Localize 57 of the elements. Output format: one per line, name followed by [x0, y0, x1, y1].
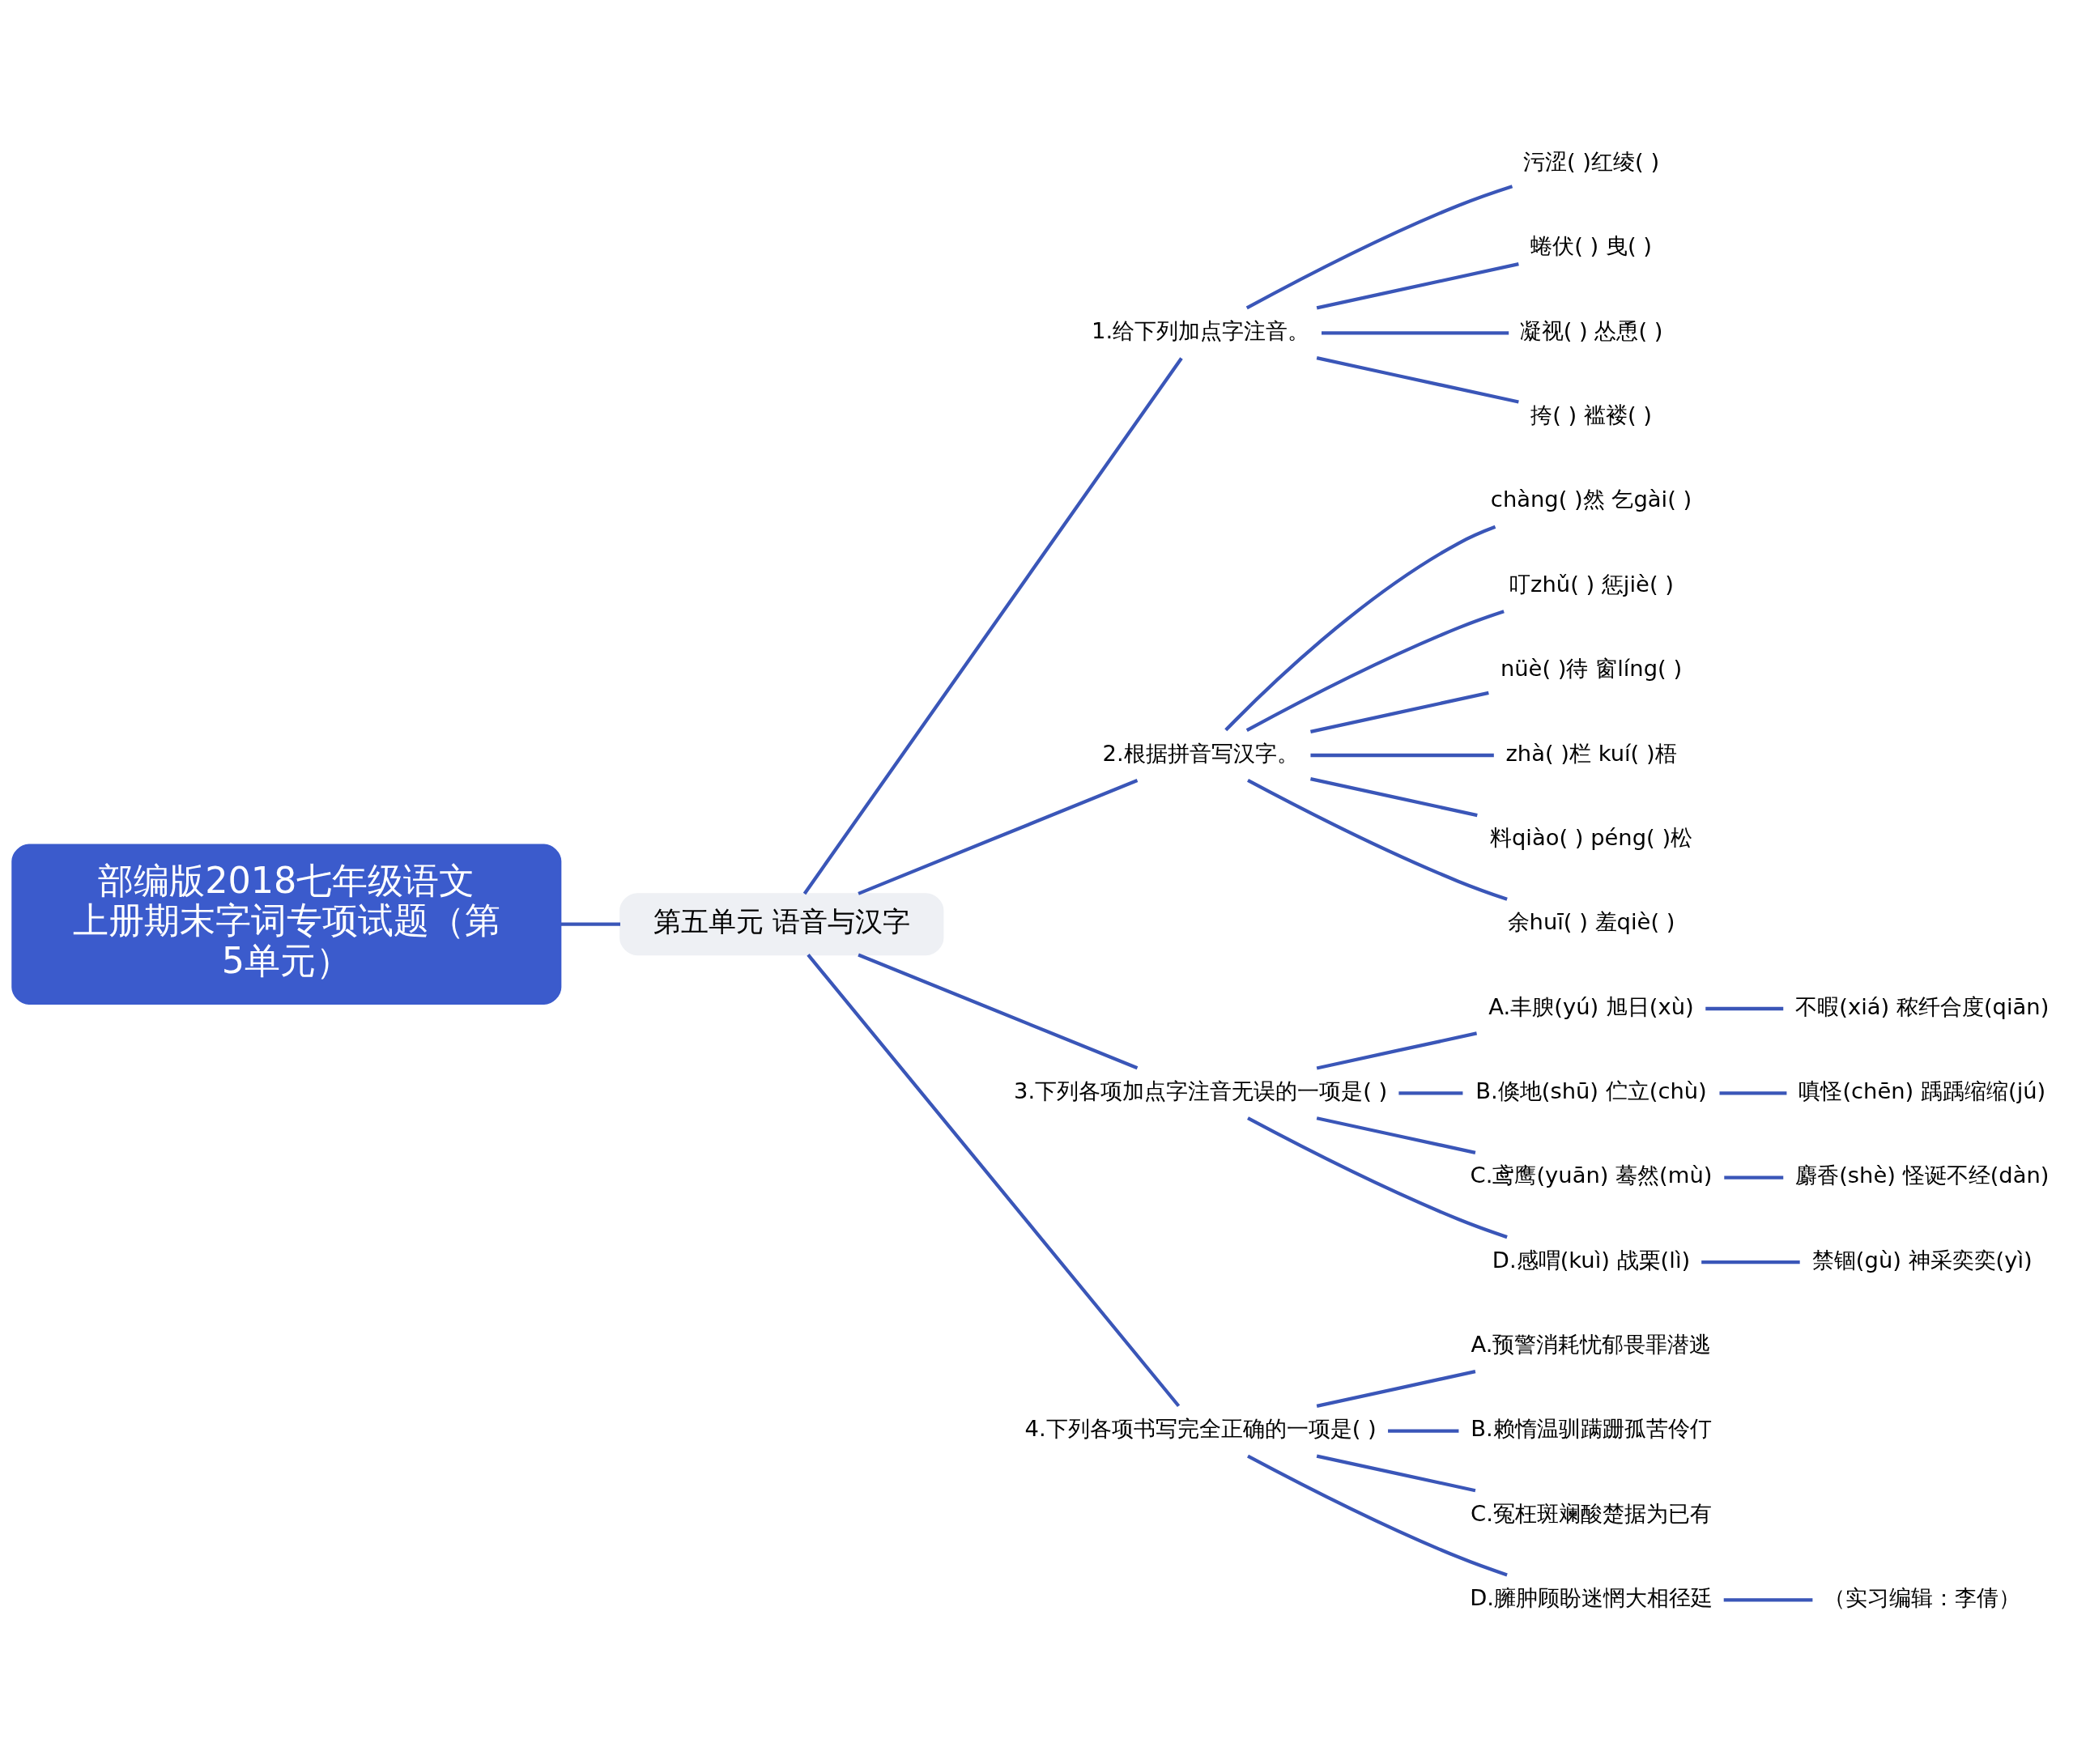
- node-text: D.臃肿顾盼迷惘大相径廷: [1470, 1584, 1713, 1610]
- connector: [1316, 262, 1519, 310]
- connector: [1316, 1031, 1478, 1070]
- connector: [1245, 610, 1505, 733]
- connector: [1388, 1429, 1459, 1433]
- node-text: 2.根据拼音写汉字。: [1102, 740, 1299, 766]
- connector: [1701, 1260, 1800, 1265]
- node-text: B.倏地(shū) 伫立(chù): [1475, 1078, 1707, 1103]
- connector: [1705, 1006, 1784, 1011]
- node-text: 料qiào( ) péng( )松: [1489, 824, 1693, 850]
- connector: [1316, 1370, 1476, 1408]
- node-text: C.鸢鹰(yuān) 蓦然(mù): [1470, 1163, 1713, 1188]
- node-text: 禁锢(gù) 神采奕奕(yì): [1811, 1247, 2033, 1273]
- node-text: 3.下列各项加点字注音无误的一项是( ): [1014, 1078, 1388, 1103]
- node-text: D.感喟(kuì) 战栗(lì): [1492, 1247, 1691, 1273]
- connector: [858, 779, 1139, 895]
- connector: [1247, 1454, 1508, 1577]
- connector: [802, 357, 1183, 895]
- node-box: 部编版2018七年级语文上册期末字词专项试题（第5单元）: [11, 844, 562, 1005]
- node-text: 余huī( ) 羞qiè( ): [1507, 909, 1675, 935]
- connector: [1316, 356, 1519, 404]
- node-text: 不暇(xiá) 秾纤合度(qiān): [1795, 993, 2050, 1019]
- node-text: B.赖惰温驯蹒跚孤苦伶仃: [1471, 1416, 1712, 1442]
- connector: [1723, 1598, 1813, 1602]
- connector: [1316, 1454, 1476, 1493]
- node-text: 蜷伏( ) 曳( ): [1530, 233, 1652, 259]
- connector: [560, 922, 620, 926]
- connector: [1247, 1116, 1508, 1239]
- node-text: 凝视( ) 怂恿( ): [1519, 317, 1663, 343]
- node-text: 麝香(shè) 怪诞不经(dàn): [1795, 1163, 2050, 1188]
- node-text: 挎( ) 褴褛( ): [1530, 402, 1652, 428]
- connector: [1719, 1091, 1787, 1095]
- connector: [807, 954, 1181, 1408]
- node-text: zhà( )栏 kuí( )梧: [1505, 740, 1677, 766]
- node-text: 4.下列各项书写完全正确的一项是( ): [1024, 1416, 1377, 1442]
- connector: [1224, 525, 1496, 732]
- connector: [1247, 779, 1508, 901]
- connector: [1724, 1175, 1784, 1180]
- node-text: A.丰腴(yú) 旭日(xù): [1488, 993, 1694, 1019]
- connector: [1245, 185, 1513, 310]
- node-text: chàng( )然 乞gài( ): [1490, 487, 1692, 512]
- connector: [1310, 691, 1489, 733]
- connector: [1310, 777, 1478, 818]
- node-text: （实习编辑：李倩）: [1824, 1584, 2021, 1610]
- node-text: C.冤枉斑斓酸楚据为已有: [1471, 1500, 1712, 1526]
- node-box: 第五单元 语音与汉字: [619, 893, 944, 956]
- connector: [1310, 753, 1494, 758]
- node-text: 叮zhǔ( ) 惩jiè( ): [1509, 571, 1674, 597]
- connector: [858, 953, 1139, 1070]
- node-text: 1.给下列加点字注音。: [1092, 317, 1310, 343]
- connector: [1322, 331, 1509, 335]
- node-text: 污涩( )红绫( ): [1522, 149, 1660, 175]
- connector: [1316, 1116, 1476, 1154]
- node-text: nüè( )待 窗líng( ): [1500, 656, 1683, 682]
- node-text: 嗔怪(chēn) 踽踽缩缩(jú): [1798, 1078, 2046, 1103]
- node-text: A.预警消耗忧郁畏罪潜逃: [1471, 1331, 1712, 1357]
- connector: [1398, 1091, 1463, 1095]
